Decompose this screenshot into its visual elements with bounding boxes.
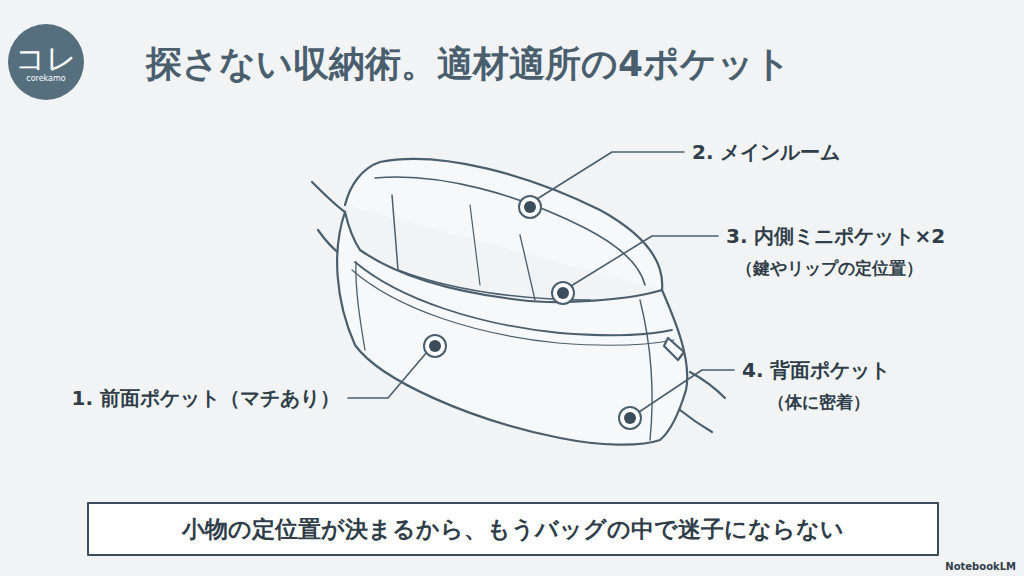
callout-label: 4. 背面ポケット [742, 357, 890, 384]
logo-subtext: corekamo [26, 75, 65, 83]
caption: 小物の定位置が決まるから、もうバッグの中で迷子にならない [182, 514, 844, 545]
callout-label: 1. 前面ポケット（マチあり） [72, 385, 340, 412]
callout-label: 2. メインルーム [692, 139, 840, 166]
watermark: NotebookLM [945, 561, 1016, 572]
logo-badge: コレcorekamo [8, 24, 84, 100]
callout-label: 3. 内側ミニポケット×2 [726, 223, 945, 250]
callout-note: （鍵やリップの定位置） [736, 257, 923, 280]
callout-note: （体に密着） [768, 391, 870, 414]
logo-text: コレ [15, 42, 77, 75]
title: 探さない収納術。適材適所の4ポケット [146, 40, 791, 89]
